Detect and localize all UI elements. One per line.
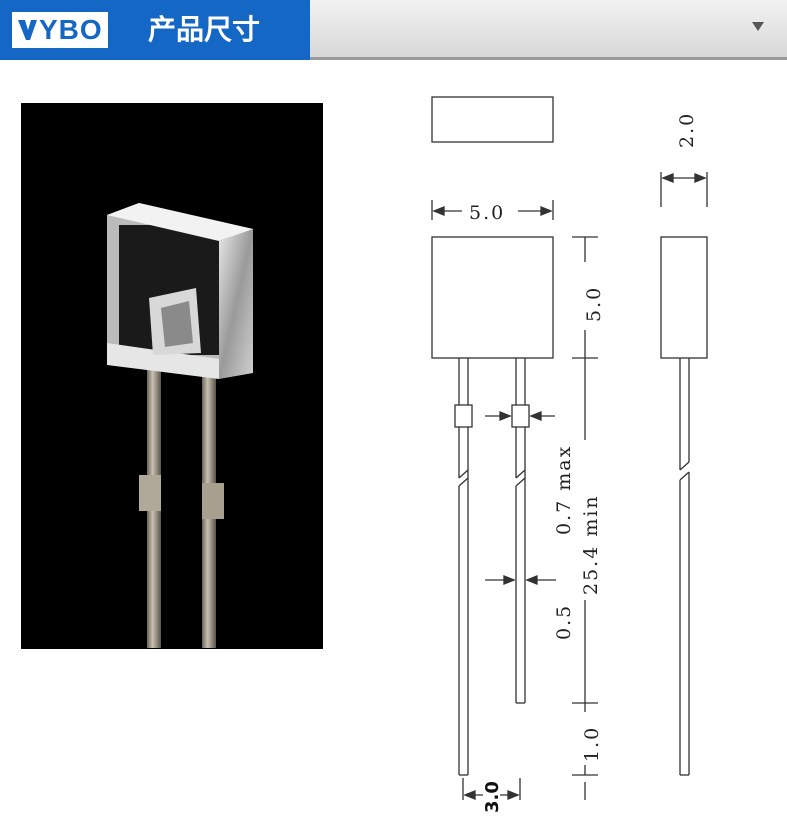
width-dimension [431, 200, 554, 220]
pitch-dimension [462, 778, 521, 800]
header-bar: YBO 产品尺寸 [0, 0, 787, 64]
lead-width-dimension [485, 575, 556, 585]
header-bar-right [310, 0, 787, 60]
label-lead-length: 25.4 min [580, 494, 602, 595]
dropdown-arrow-icon[interactable] [752, 22, 764, 31]
led-body [107, 203, 253, 379]
logo: YBO [12, 12, 108, 48]
dimension-drawing: 5.0 5.0 [400, 64, 787, 824]
label-lead-tip: 1.0 [581, 726, 603, 762]
logo-text: YBO [39, 14, 103, 45]
top-view-body [431, 96, 554, 143]
label-pitch: 3.0 [482, 781, 503, 813]
label-body-depth: 2.0 [676, 112, 698, 148]
product-photo [21, 103, 323, 649]
brand-panel: YBO 产品尺寸 [0, 0, 310, 60]
label-tab-width: 0.7 max [553, 445, 575, 535]
label-lead-width: 0.5 [553, 604, 575, 640]
lead-tip-dimension [572, 703, 598, 800]
front-view-body [431, 236, 554, 359]
section-title: 产品尺寸 [148, 13, 261, 46]
depth-dimension [660, 172, 708, 207]
side-view-lead [679, 358, 690, 776]
front-view-leads [454, 358, 530, 776]
led-leads [139, 368, 224, 648]
tab-dimension [485, 411, 555, 421]
logo-mark-icon [18, 20, 37, 40]
label-body-width: 5.0 [469, 202, 505, 224]
label-body-height: 5.0 [583, 286, 605, 322]
side-view-body [660, 236, 708, 359]
